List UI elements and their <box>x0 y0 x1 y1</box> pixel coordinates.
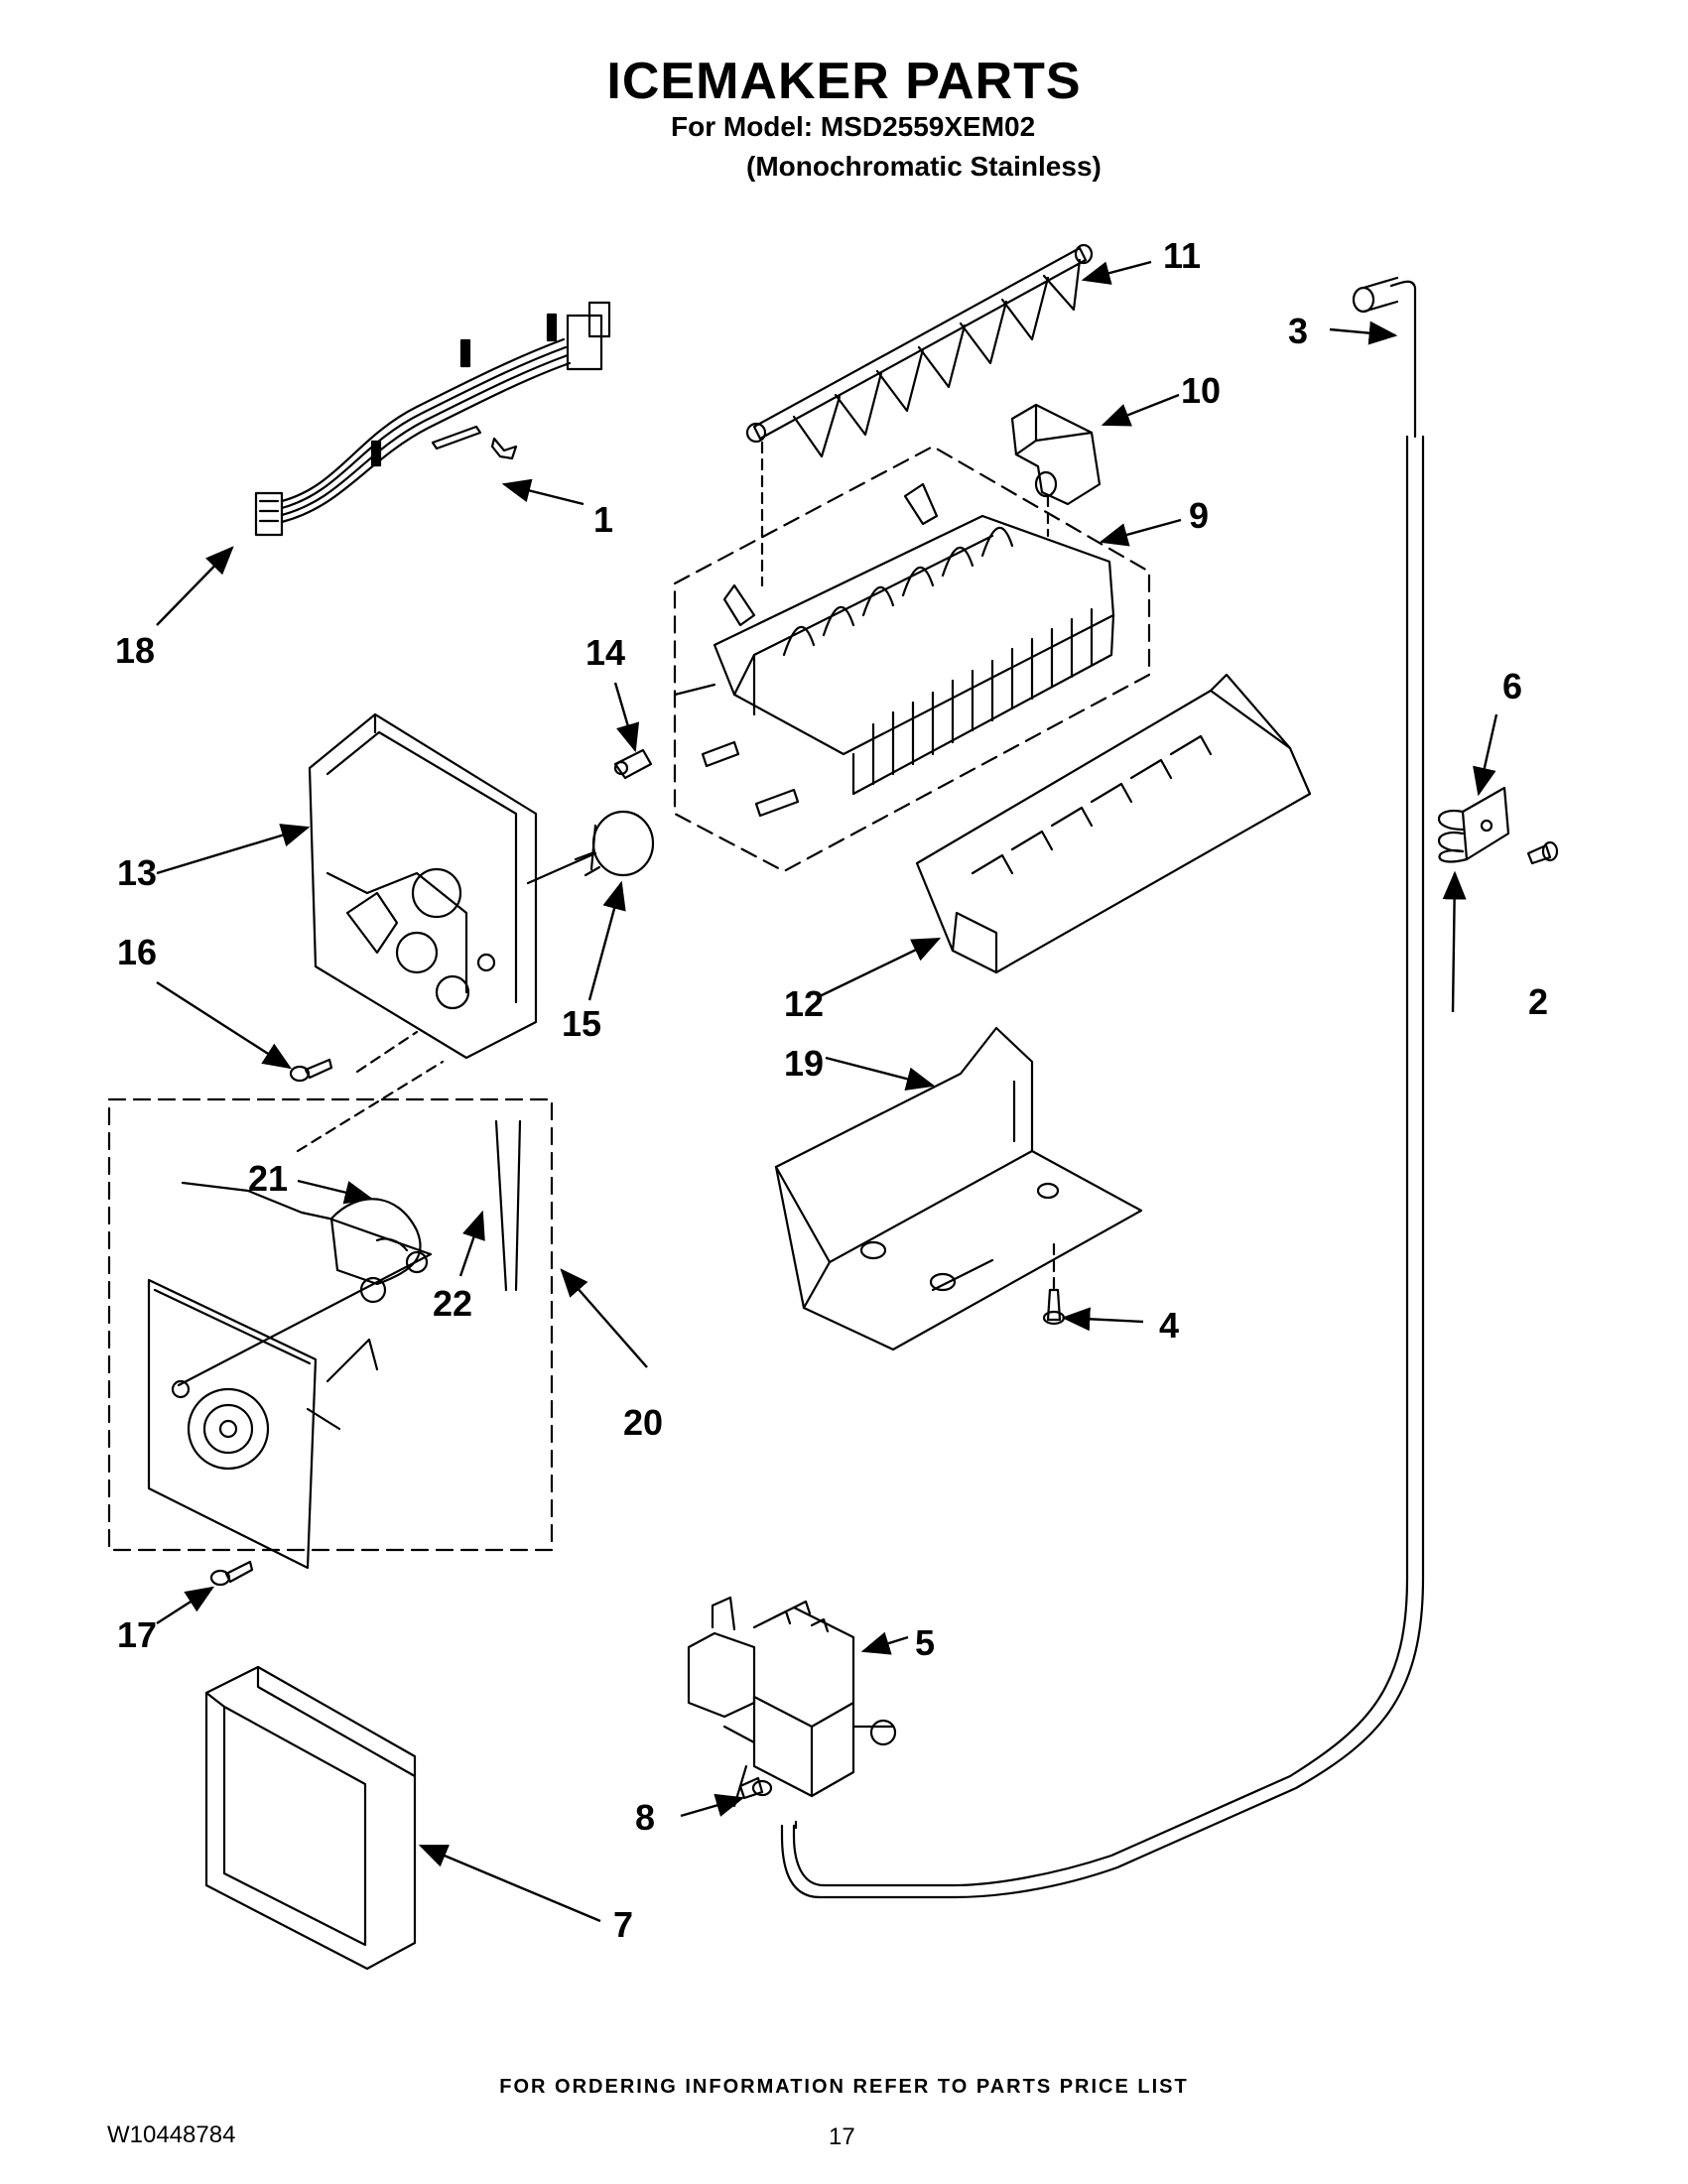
mold-part <box>673 445 1151 873</box>
page-number: 17 <box>829 2123 855 2150</box>
callout-1: 1 <box>593 499 613 540</box>
wire-harness-part <box>254 301 611 537</box>
screw-part-4 <box>1042 1288 1066 1326</box>
ice-bin-part <box>774 1026 1143 1351</box>
callout-6: 6 <box>1502 666 1522 707</box>
control-module-part <box>107 1097 554 1570</box>
callout-8: 8 <box>635 1797 655 1838</box>
callout-18: 18 <box>115 630 155 671</box>
callout-20: 20 <box>623 1402 663 1443</box>
ordering-note: FOR ORDERING INFORMATION REFER TO PARTS … <box>499 2076 1189 2098</box>
callout-11: 11 <box>1163 235 1201 276</box>
screw-part-17 <box>209 1560 254 1587</box>
callout-2: 2 <box>1528 981 1548 1022</box>
callout-leaders <box>156 260 1498 1923</box>
callout-21: 21 <box>248 1158 288 1199</box>
callout-3: 3 <box>1288 311 1308 351</box>
screw-part-8 <box>738 1776 773 1800</box>
callout-5: 5 <box>915 1622 935 1663</box>
ejector-part <box>745 243 1094 458</box>
ice-stripper-part <box>915 673 1312 974</box>
callout-14: 14 <box>585 632 625 673</box>
screw-part-2 <box>1526 840 1559 865</box>
motor-part <box>574 810 655 877</box>
water-valve-part <box>687 1596 897 1798</box>
tube-clamp-part <box>1437 786 1510 863</box>
clip-part-14 <box>613 748 653 780</box>
variant-line: (Monochromatic Stainless) <box>746 151 1102 182</box>
callout-4: 4 <box>1159 1305 1179 1346</box>
foam-block-part <box>204 1665 417 1971</box>
screw-part-16 <box>289 1058 333 1083</box>
callout-16: 16 <box>117 932 157 972</box>
fill-tube-part <box>780 276 1425 1899</box>
cover-bracket-part <box>1010 403 1102 506</box>
callout-15: 15 <box>562 1003 601 1044</box>
callout-10: 10 <box>1181 370 1221 411</box>
callout-12: 12 <box>784 983 824 1024</box>
callout-9: 9 <box>1189 495 1209 536</box>
document-number: W10448784 <box>107 2121 236 2148</box>
page-title: ICEMAKER PARTS <box>606 53 1082 110</box>
callout-7: 7 <box>613 1904 633 1945</box>
callout-labels: 1 2 3 4 5 6 7 8 9 10 11 12 13 14 15 16 1… <box>115 235 1548 1945</box>
callout-22: 22 <box>433 1283 472 1324</box>
control-housing-part <box>308 712 538 1060</box>
model-line: For Model: MSD2559XEM02 <box>671 111 1036 142</box>
callout-17: 17 <box>117 1614 157 1655</box>
callout-13: 13 <box>117 852 157 893</box>
callout-19: 19 <box>784 1043 824 1084</box>
